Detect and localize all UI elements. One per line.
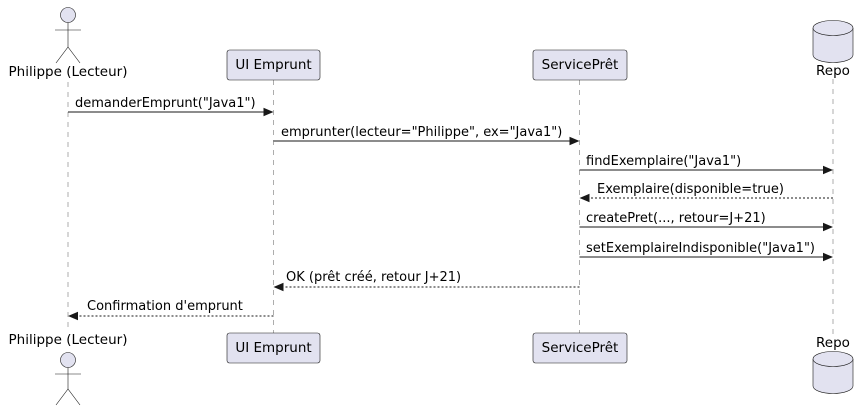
actor-label-philippe-top: Philippe (Lecteur) xyxy=(9,64,128,80)
message-4-label: Exemplaire(disponible=true) xyxy=(597,182,784,197)
lifelines xyxy=(67,79,834,334)
actor-leg-left-icon xyxy=(55,46,69,64)
actor-leg-left-icon xyxy=(55,388,69,406)
message-1: demanderEmprunt("Java1") xyxy=(68,96,274,117)
actor-head-icon xyxy=(60,7,76,23)
actor-philippe-top: Philippe (Lecteur) xyxy=(9,7,128,80)
participant-box xyxy=(226,49,321,81)
participant-ui-emprunt-top: UI Emprunt xyxy=(226,49,321,81)
message-6-label: setExemplaireIndisponible("Java1") xyxy=(586,241,815,256)
message-8-label: Confirmation d'emprunt xyxy=(87,299,243,314)
participant-label-service-pret-bottom: ServicePrêt xyxy=(542,340,619,356)
actor-label-philippe-bottom: Philippe (Lecteur) xyxy=(9,332,128,348)
message-5: createPret(..., retour=J+21) xyxy=(579,211,833,232)
participant-label-ui-emprunt-bottom: UI Emprunt xyxy=(235,340,311,356)
participant-box xyxy=(532,49,628,81)
arrowhead-left-icon xyxy=(579,193,590,203)
message-6: setExemplaireIndisponible("Java1") xyxy=(579,241,833,262)
participant-service-pret-top: ServicePrêt xyxy=(532,49,628,81)
message-5-label: createPret(..., retour=J+21) xyxy=(586,211,766,226)
message-1-label: demanderEmprunt("Java1") xyxy=(75,96,256,111)
participant-label-service-pret-top: ServicePrêt xyxy=(542,57,619,73)
database-repo-bottom: Repo xyxy=(812,335,854,394)
participant-service-pret-bottom: ServicePrêt xyxy=(532,332,628,364)
message-2-label: emprunter(lecteur="Philippe", ex="Java1"… xyxy=(281,125,562,140)
message-7: OK (prêt créé, retour J+21) xyxy=(273,270,580,292)
arrowhead-right-icon xyxy=(823,165,833,175)
database-cylinder-icon xyxy=(812,359,854,394)
participant-label-ui-emprunt-top: UI Emprunt xyxy=(235,57,311,73)
arrowhead-right-icon xyxy=(569,136,580,146)
database-repo-top: Repo xyxy=(812,20,854,79)
message-2: emprunter(lecteur="Philippe", ex="Java1"… xyxy=(273,125,580,146)
participant-ui-emprunt-bottom: UI Emprunt xyxy=(226,332,321,364)
message-7-label: OK (prêt créé, retour J+21) xyxy=(286,270,461,285)
arrowhead-right-icon xyxy=(823,222,833,232)
actor-leg-right-icon xyxy=(67,46,81,64)
participant-box xyxy=(226,332,321,364)
message-3: findExemplaire("Java1") xyxy=(579,154,833,175)
database-label-repo-bottom: Repo xyxy=(816,335,850,351)
arrowhead-left-icon xyxy=(273,282,284,292)
message-8: Confirmation d'emprunt xyxy=(68,299,274,321)
database-cylinder-top-icon xyxy=(812,20,854,36)
arrowhead-right-icon xyxy=(263,107,274,117)
arrowhead-left-icon xyxy=(68,311,78,321)
message-3-label: findExemplaire("Java1") xyxy=(586,154,741,169)
database-cylinder-icon xyxy=(812,28,854,63)
database-cylinder-top-icon xyxy=(812,351,854,367)
message-4: Exemplaire(disponible=true) xyxy=(579,182,833,203)
actor-head-icon xyxy=(60,352,76,368)
arrowhead-right-icon xyxy=(823,252,833,262)
database-label-repo-top: Repo xyxy=(816,63,850,79)
participant-box xyxy=(532,332,628,364)
actor-leg-right-icon xyxy=(67,388,81,406)
actor-philippe-bottom: Philippe (Lecteur) xyxy=(9,332,128,406)
